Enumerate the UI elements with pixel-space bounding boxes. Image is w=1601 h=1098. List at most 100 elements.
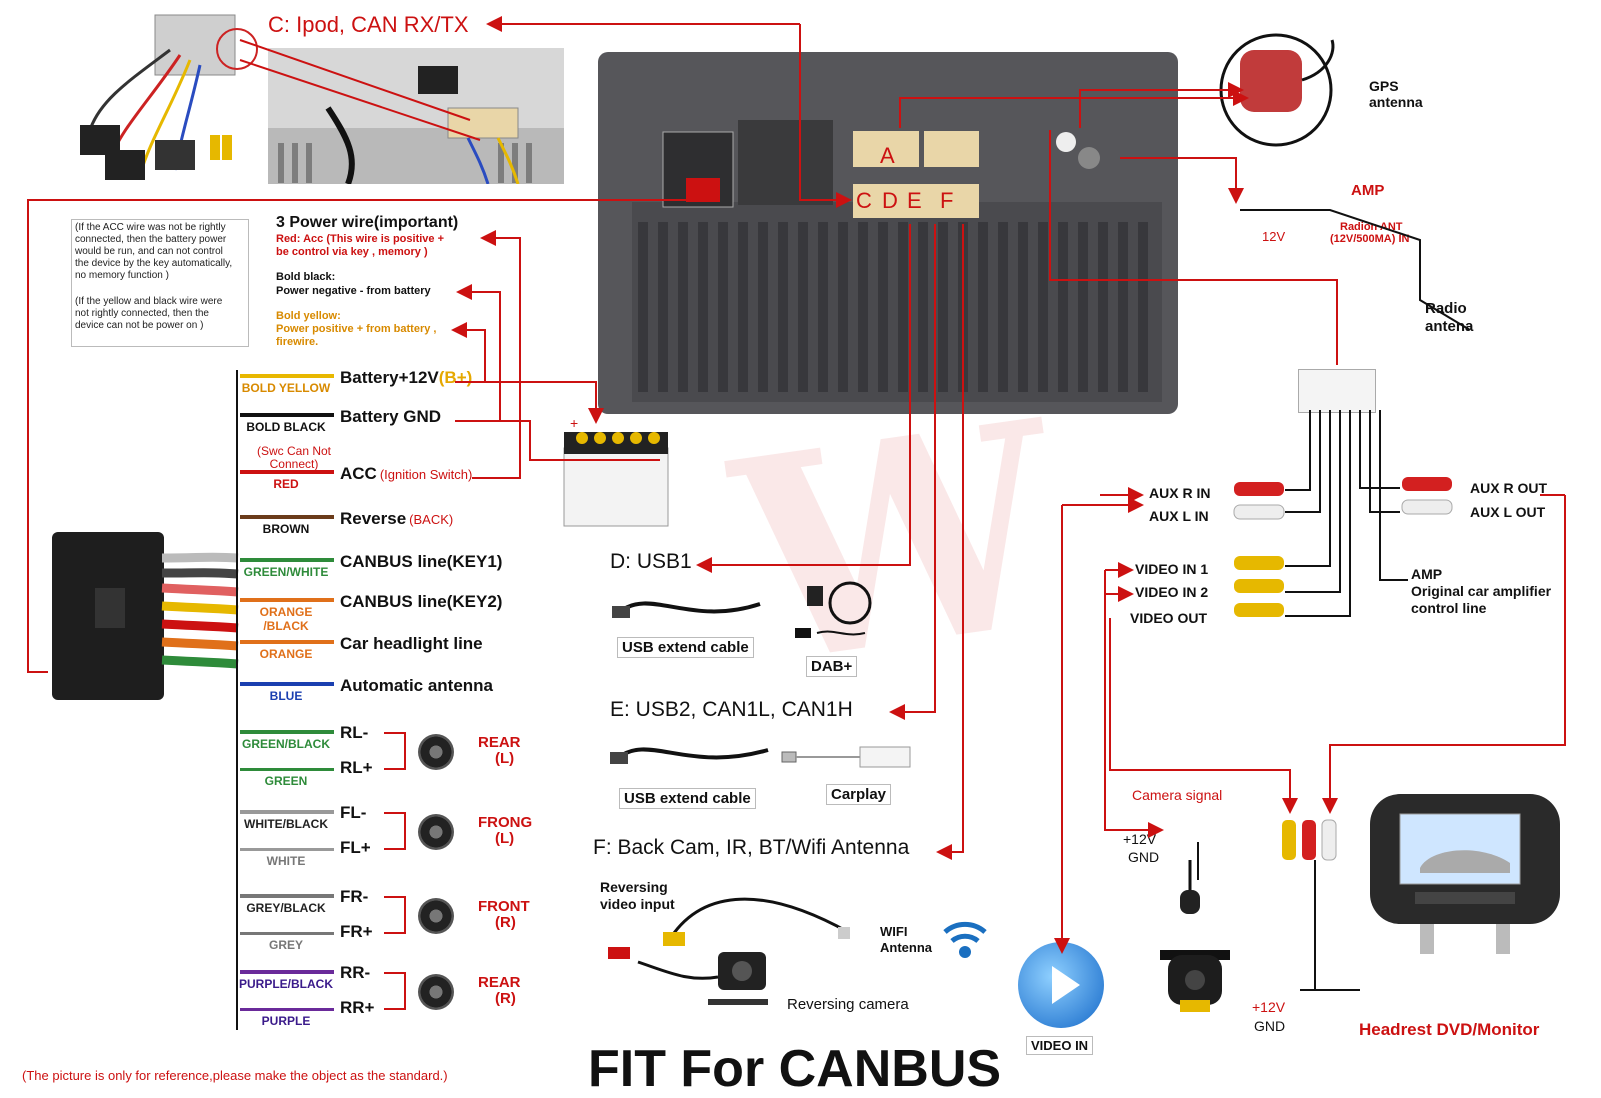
speaker-icon <box>418 734 454 770</box>
c-label: C: Ipod, CAN RX/TX <box>268 12 469 37</box>
aux-l-out: AUX L OUT <box>1470 504 1546 520</box>
gps-antenna <box>1218 32 1338 152</box>
amp-12v: 12V <box>1262 229 1286 244</box>
wire-color-label: ORANGE /BLACK <box>259 605 313 633</box>
speaker-pos-wire: WHITE <box>266 854 306 868</box>
head-unit <box>598 52 1178 414</box>
speaker-wire-swatch <box>240 730 334 734</box>
speaker-name-1: FRONT <box>478 898 530 915</box>
port-a-label: A <box>880 143 895 168</box>
power-black-1: Bold black: <box>276 271 336 283</box>
fit-for-canbus: FIT For CANBUS <box>588 1040 1002 1098</box>
d-caption-usb: USB extend cable <box>617 637 754 658</box>
wifi-label-2: Antenna <box>880 940 932 955</box>
speaker-wire-swatch-pos <box>240 1008 334 1011</box>
wifi-icon <box>940 914 990 964</box>
reversing-input-2: video input <box>600 896 675 912</box>
power-title: 3 Power wire(important) <box>276 214 459 231</box>
power-yellow-3: firewire. <box>276 336 319 348</box>
speaker-pos-wire: GREY <box>268 938 303 952</box>
headrest-monitor <box>1360 788 1570 958</box>
e-caption-usb: USB extend cable <box>619 788 756 809</box>
video-in-1: VIDEO IN 1 <box>1135 561 1209 577</box>
power-red-2: be control via key , memory ) <box>276 246 428 258</box>
wire-color-label: ORANGE <box>259 647 313 661</box>
speaker-icon <box>418 814 454 850</box>
reversing-camera-label: Reversing camera <box>787 996 909 1013</box>
speaker-name-2: (L) <box>495 830 515 847</box>
rca-plugs-right <box>1394 473 1464 519</box>
port-e-label: E <box>907 188 922 213</box>
wire-swatch-2 <box>240 470 334 474</box>
amp-ctrl-3: control line <box>1411 600 1487 616</box>
wire-swatch-6 <box>240 640 334 644</box>
wire-function-text: Battery GND <box>340 407 442 426</box>
wire-color-label: BOLD YELLOW <box>241 381 331 395</box>
wire-swatch-7 <box>240 682 334 686</box>
gps-label-1: GPS <box>1369 78 1399 94</box>
reversing-input-1: Reversing <box>600 879 668 895</box>
aux-r-out: AUX R OUT <box>1470 480 1547 496</box>
section-f-label: F: Back Cam, IR, BT/Wifi Antenna <box>593 836 910 859</box>
speaker-pos: FR+ <box>340 922 373 941</box>
connector-a <box>853 131 919 167</box>
harness-spine <box>236 370 238 1030</box>
car-battery: + <box>560 418 680 530</box>
power-yellow-2: Power positive + from battery , <box>276 323 437 335</box>
wire-function: Reverse(BACK) <box>340 509 453 529</box>
wire-swatch-4 <box>240 558 334 562</box>
section-e-label: E: USB2, CAN1L, CAN1H <box>610 698 853 721</box>
acc-note-4: the device by the key automatically, <box>75 258 233 269</box>
camera-signal: Camera signal <box>1132 787 1223 803</box>
speaker-pos-wire: PURPLE <box>261 1014 311 1028</box>
aux-r-in: AUX R IN <box>1149 485 1211 501</box>
swc-note: (Swc Can Not Connect) <box>256 444 332 471</box>
speaker-pos: RR+ <box>340 998 375 1017</box>
disclaimer: (The picture is only for reference,pleas… <box>22 1068 448 1083</box>
speaker-neg-wire: GREY/BLACK <box>246 901 326 915</box>
speaker-wire-swatch <box>240 894 334 898</box>
cam-12v: +12V <box>1123 831 1157 847</box>
e-caption-carplay: Carplay <box>826 784 892 805</box>
speaker-neg-wire: WHITE/BLACK <box>244 817 328 831</box>
speaker-wire-swatch-pos <box>240 848 334 851</box>
wire-function: Automatic antenna <box>340 676 496 696</box>
radion-ant-2: (12V/500MA) IN <box>1330 233 1410 245</box>
wire-color-label: BLUE <box>269 689 303 703</box>
yellow-note-1: (If the yellow and black wire were <box>75 296 223 307</box>
iso-plug <box>50 528 240 704</box>
speaker-bracket <box>384 732 406 770</box>
rca-plugs-left <box>1226 478 1296 628</box>
aux-l-in: AUX L IN <box>1149 508 1209 524</box>
backup-camera <box>1150 860 1240 1020</box>
amp-ctrl-2: Original car amplifier <box>1411 583 1552 599</box>
speaker-bracket <box>384 812 406 850</box>
wire-color-label: BOLD BLACK <box>246 420 326 434</box>
speaker-wire-swatch <box>240 970 334 974</box>
wire-color-label: RED <box>273 477 299 491</box>
gps-label-2: antenna <box>1369 94 1423 110</box>
wire-function: ACC(Ignition Switch) <box>340 464 472 484</box>
radio-ant-label-2: antena <box>1425 318 1474 335</box>
svg-text:+: + <box>570 418 578 431</box>
carplay-dongle-icon <box>780 745 915 771</box>
dab-antenna-icon <box>795 578 875 648</box>
wire-swatch-0 <box>240 374 334 378</box>
yellow-note-2: not rightly connected, then the <box>75 308 209 319</box>
speaker-pos: RL+ <box>340 758 373 777</box>
connector-a2 <box>924 131 979 167</box>
d-caption-dab: DAB+ <box>806 656 858 677</box>
monitor-rca-plugs <box>1280 812 1350 872</box>
wire-function: Car headlight line <box>340 634 486 654</box>
speaker-wire-swatch-pos <box>240 768 334 771</box>
wifi-label-1: WIFI <box>880 924 908 939</box>
port-c-label: C <box>856 188 872 213</box>
wire-function: Battery GND <box>340 407 444 427</box>
video-in-play-icon <box>1018 942 1104 1028</box>
cam-gnd: GND <box>1128 849 1160 865</box>
monitor-label: Headrest DVD/Monitor <box>1359 1020 1540 1039</box>
mon-gnd: GND <box>1254 1018 1286 1034</box>
connector-iso <box>686 178 720 202</box>
speaker-name-1: REAR <box>478 734 521 751</box>
wire-function-extra: (BACK) <box>409 512 454 527</box>
